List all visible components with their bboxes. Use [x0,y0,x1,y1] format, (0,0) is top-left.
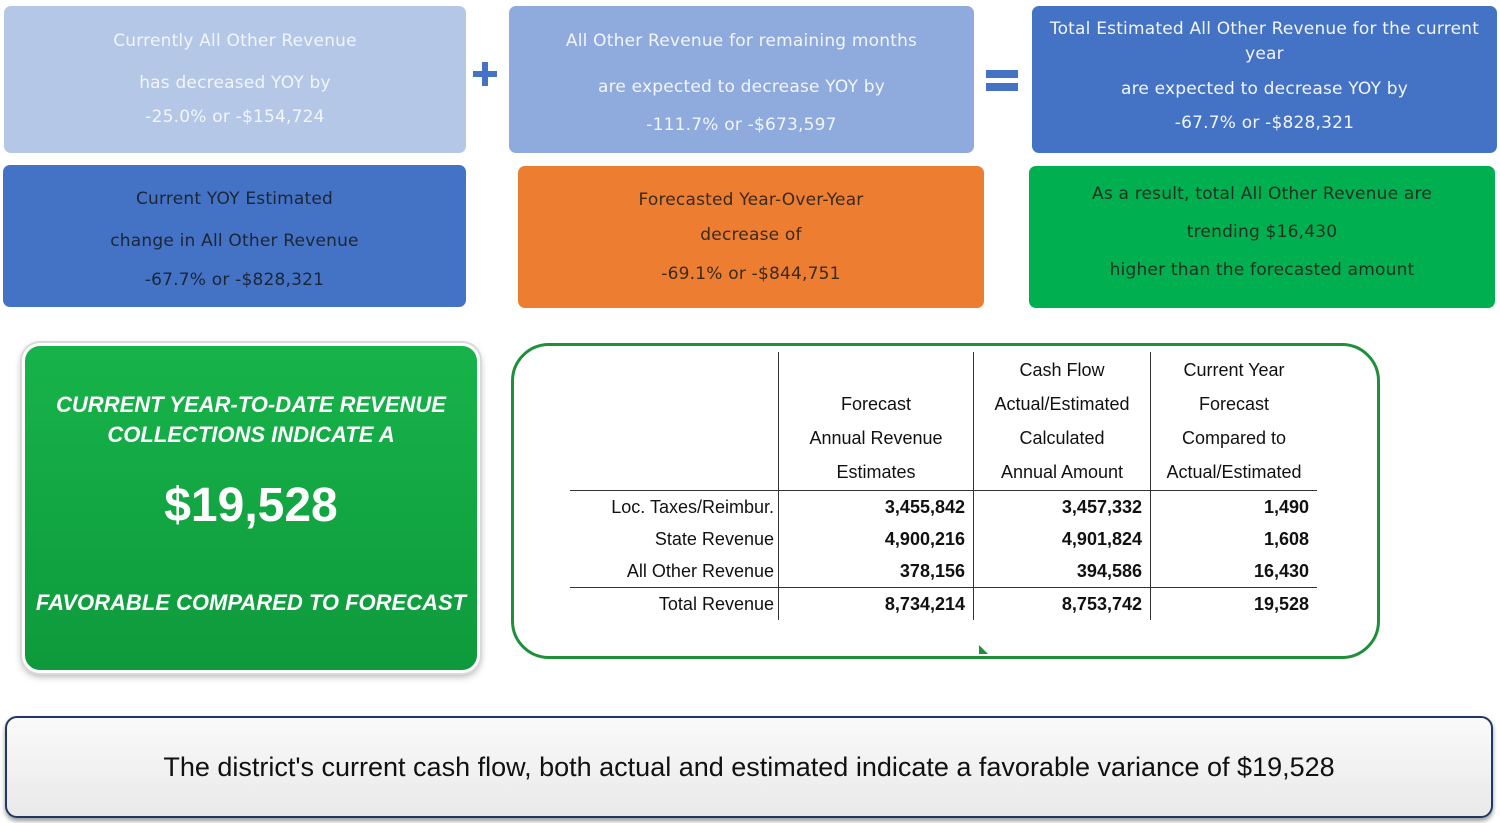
trending-result-box: As a result, total All Other Revenue are… [1029,166,1495,308]
table-cell: 3,455,842 [778,490,974,523]
header-cell: Actual/Estimated [1166,462,1302,482]
header-cell [570,456,779,491]
header-cell: Annual Revenue [778,422,974,456]
box-line: has decreased YOY by [139,73,331,93]
current-yoy-change-box: Current YOY Estimated change in All Othe… [3,165,466,307]
table-row: State Revenue 4,900,216 4,901,824 1,608 [570,523,1317,555]
header-cell [570,352,779,354]
box-line: Current YOY Estimated [135,189,334,209]
table-cell: 394,586 [973,555,1151,588]
box-line: -67.7% or -$828,321 [144,270,325,290]
table-header-row [570,352,1317,354]
table-header-row: Estimates Annual Amount Actual/Estimated [570,456,1317,491]
row-label: State Revenue [570,523,779,555]
table-cell: 1,608 [1263,529,1309,549]
table-header-row: Forecast Actual/Estimated Forecast [570,388,1317,422]
callout-footer: FAVORABLE COMPARED TO FORECAST [35,590,467,615]
cell-marker-icon [979,645,988,654]
row-label: All Other Revenue [570,555,779,588]
favorable-variance-callout: CURRENT YEAR-TO-DATE REVENUE COLLECTIONS… [22,343,480,673]
plus-icon [473,62,497,86]
table-cell: 1,490 [1150,490,1317,523]
table-cell: 378,156 [778,555,974,588]
header-cell [778,352,974,354]
header-cell: Current Year [1183,360,1285,380]
box-line: Currently All Other Revenue [113,31,357,51]
header-cell: Compared to [1181,428,1287,448]
table-cell: 4,900,216 [778,523,974,555]
summary-banner: The district's current cash flow, both a… [5,716,1493,818]
callout-heading: CURRENT YEAR-TO-DATE REVENUE COLLECTIONS… [25,390,477,450]
callout-heading-line: COLLECTIONS INDICATE A [107,422,395,447]
header-cell: Forecast [1198,394,1270,414]
table-row: All Other Revenue 378,156 394,586 16,430 [570,555,1317,588]
forecasted-decrease-box: Forecasted Year-Over-Year decrease of -6… [518,166,984,308]
table-cell: 4,901,824 [973,523,1151,555]
total-estimated-revenue-box: Total Estimated All Other Revenue for th… [1032,6,1497,153]
table-cell: 8,753,742 [973,587,1151,620]
equals-icon [986,70,1018,91]
revenue-comparison-table: Cash Flow Current Year Forecast Actual/E… [570,352,1317,620]
header-cell [778,354,974,388]
box-line: decrease of [700,225,802,245]
remaining-months-revenue-box: All Other Revenue for remaining months a… [509,6,974,153]
box-line: As a result, total All Other Revenue are [1092,184,1432,204]
header-cell [570,388,779,422]
box-line: -111.7% or -$673,597 [646,115,837,135]
callout-heading-line: CURRENT YEAR-TO-DATE REVENUE [56,392,446,417]
current-revenue-decrease-box: Currently All Other Revenue has decrease… [4,6,466,153]
row-label: Total Revenue [570,587,779,620]
table-cell: 8,734,214 [778,587,974,620]
header-cell: Annual Amount [973,456,1151,491]
table-cell: 16,430 [1253,561,1309,581]
box-line: Total Estimated All Other Revenue for th… [1049,19,1480,64]
box-line: -67.7% or -$828,321 [1174,113,1355,133]
table-total-row: Total Revenue 8,734,214 8,753,742 19,528 [570,587,1317,620]
header-cell: Calculated [973,422,1151,456]
box-line: -25.0% or -$154,724 [145,107,325,127]
box-line: are expected to decrease YOY by [597,77,886,97]
table-row: Loc. Taxes/Reimbur. 3,455,842 3,457,332 … [570,490,1317,523]
row-label: Loc. Taxes/Reimbur. [570,490,779,523]
header-cell: Forecast [778,388,974,422]
box-line: change in All Other Revenue [110,231,359,251]
box-line: trending $16,430 [1186,222,1338,242]
header-cell [973,352,1151,354]
table-cell: 3,457,332 [973,490,1151,523]
box-line: higher than the forecasted amount [1109,260,1415,280]
box-line: are expected to decrease YOY by [1120,79,1409,99]
box-line: -69.1% or -$844,751 [661,264,841,284]
header-cell: Cash Flow [973,354,1151,388]
header-cell [570,354,779,388]
table-header-row: Cash Flow Current Year [570,354,1317,388]
box-line: All Other Revenue for remaining months [565,31,918,51]
header-cell: Actual/Estimated [973,388,1151,422]
table-header-row: Annual Revenue Calculated Compared to [570,422,1317,456]
callout-amount: $19,528 [164,479,338,532]
header-cell [570,422,779,456]
header-cell: Estimates [778,456,974,491]
box-line: Forecasted Year-Over-Year [638,190,864,210]
summary-text: The district's current cash flow, both a… [163,751,1335,782]
table-cell: 19,528 [1150,587,1317,620]
